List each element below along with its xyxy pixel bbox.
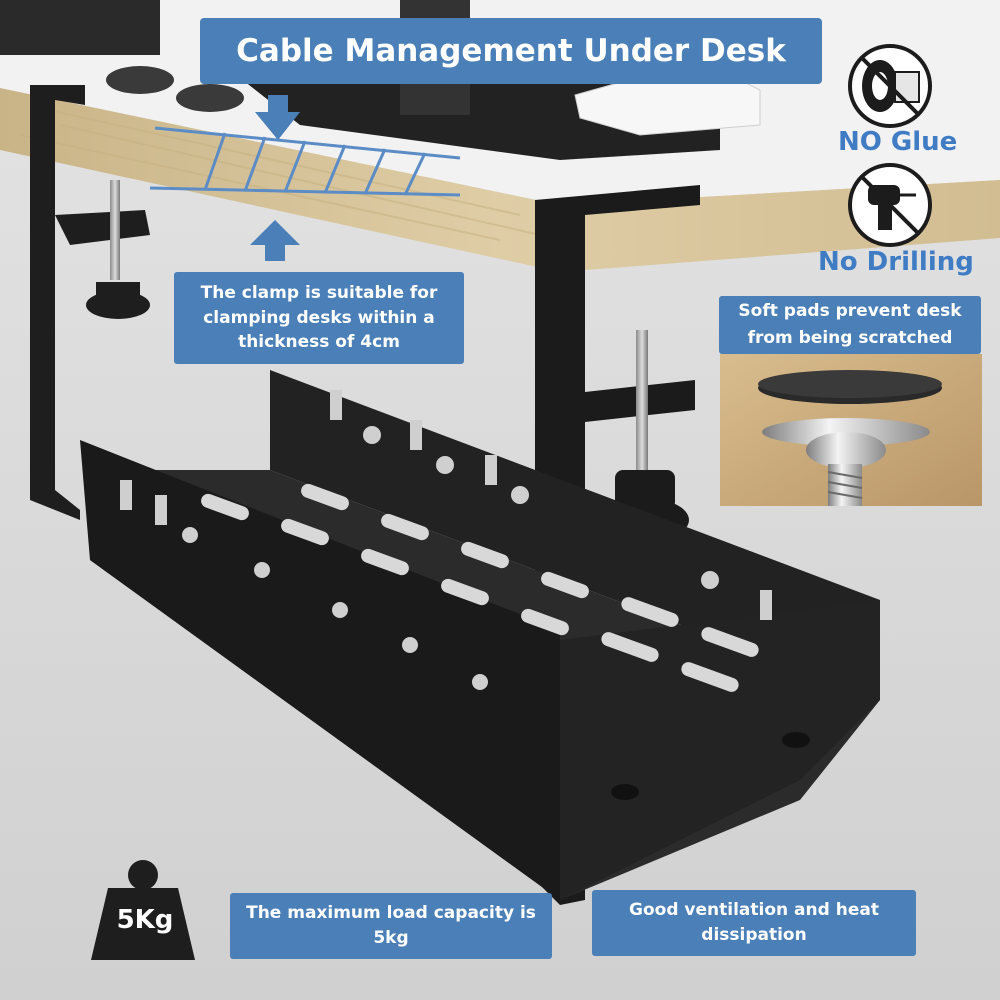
up-arrow-icon	[250, 220, 300, 245]
clamp-callout: The clamp is suitable for clamping desks…	[174, 272, 464, 364]
weight-label: 5Kg	[116, 905, 174, 935]
thickness-diagram	[149, 95, 461, 261]
soft-pads-callout: Soft pads prevent desk from being scratc…	[719, 296, 981, 354]
down-arrow-icon	[255, 112, 300, 140]
no-glue-icon	[848, 44, 932, 128]
page-title: Cable Management Under Desk	[200, 18, 822, 84]
weight-icon	[91, 860, 195, 960]
max-load-callout: The maximum load capacity is 5kg	[230, 893, 552, 959]
ventilation-callout: Good ventilation and heat dissipation	[592, 890, 916, 956]
no-drilling-icon	[848, 163, 932, 247]
soft-pad-photo	[720, 354, 982, 506]
cable-tray	[80, 370, 880, 900]
left-bracket	[30, 85, 150, 520]
no-drilling-label: No Drilling	[818, 247, 974, 277]
no-glue-label: NO Glue	[838, 127, 958, 157]
